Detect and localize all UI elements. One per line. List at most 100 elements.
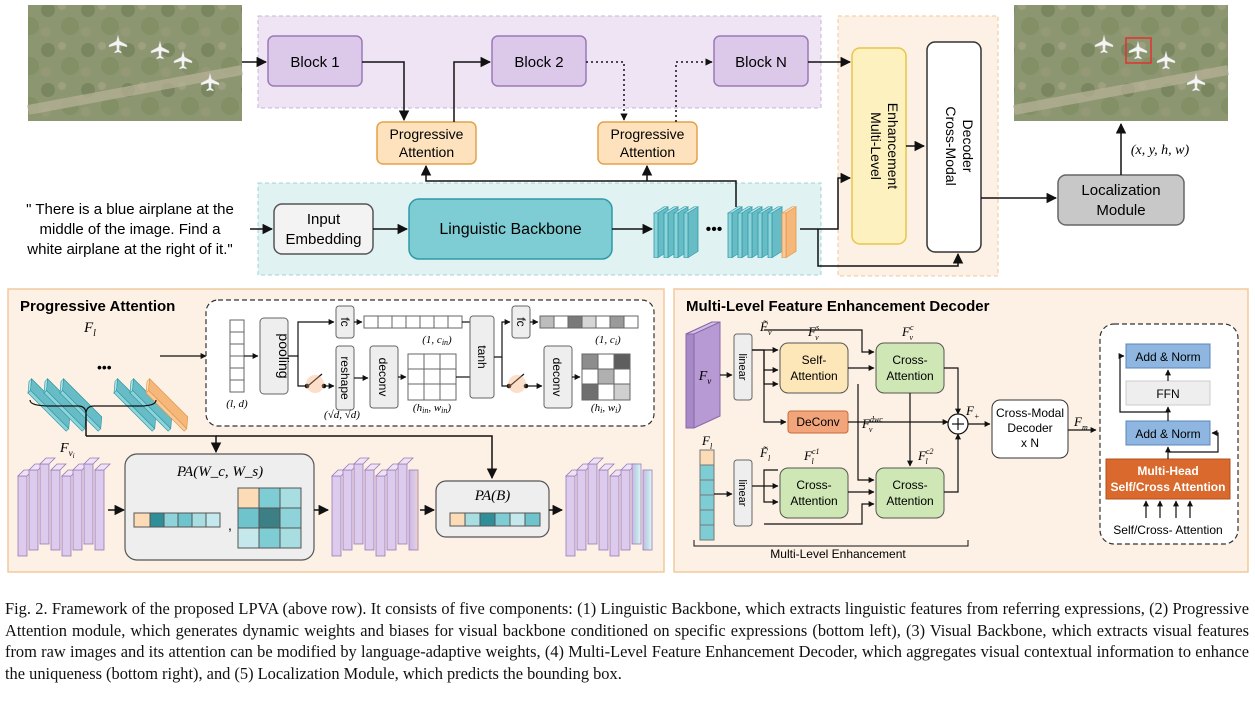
aerial-image-output — [1013, 5, 1229, 121]
pa-fl-label: Fl — [83, 320, 96, 339]
block-n: Block N — [713, 35, 809, 87]
svg-text:Attention: Attention — [886, 494, 933, 508]
fc-box-1: fc — [335, 305, 355, 339]
svg-text:Block 2: Block 2 — [514, 54, 563, 71]
mlfe-panel-title: Multi-Level Feature Enhancement Decoder — [686, 298, 990, 315]
dim-ld: (l, d) — [226, 398, 248, 410]
deconv-box-2: deconv — [543, 345, 573, 409]
svg-text:Block 1: Block 1 — [290, 54, 339, 71]
svg-text:Cross-: Cross- — [892, 478, 927, 492]
grid-hi — [581, 353, 631, 401]
svg-text:Multi-Level: Multi-Level — [868, 112, 884, 180]
svg-text:middle of the image. Find a: middle of the image. Find a — [40, 221, 222, 238]
progressive-attention-1: Progressive Attention — [376, 121, 477, 165]
svg-text:PA(B): PA(B) — [474, 488, 511, 504]
svg-text:Attention: Attention — [790, 494, 837, 508]
svg-text:Module: Module — [1096, 202, 1145, 219]
svg-text:FFN: FFN — [1156, 387, 1179, 401]
svg-text:Cross-: Cross- — [892, 353, 927, 367]
svg-text:DeConv: DeConv — [796, 415, 839, 429]
svg-text:Self/Cross Attention: Self/Cross Attention — [1111, 480, 1226, 494]
cross-modal-decoder: Cross-Modal Decoder — [926, 41, 982, 253]
plus-circle-icon — [947, 413, 969, 435]
svg-text:tanh: tanh — [475, 345, 489, 368]
switch-icon — [304, 373, 327, 393]
pa-panel-title: Progressive Attention — [20, 298, 175, 315]
svg-text:Cross-Modal: Cross-Modal — [943, 106, 959, 185]
visual-feature-stack-2 — [331, 457, 419, 557]
svg-text:•••: ••• — [706, 221, 723, 238]
localization-module: Localization Module — [1057, 174, 1185, 226]
svg-text:deconv: deconv — [376, 358, 390, 397]
ffn-box: FFN — [1125, 380, 1211, 406]
svg-text:Add & Norm: Add & Norm — [1135, 427, 1200, 441]
pa-input-matrix — [229, 319, 245, 393]
cross-attention-box-l1: Cross- Attention — [779, 467, 849, 519]
svg-text:Attention: Attention — [620, 144, 675, 160]
expression-text: " There is a blue airplane at the middle… — [26, 201, 234, 258]
vec-1ci — [539, 315, 639, 329]
svg-text:pooling: pooling — [276, 333, 292, 378]
svg-text:x N: x N — [1021, 436, 1039, 450]
svg-text:Self-: Self- — [802, 353, 827, 367]
fl-tilde-label: F̃l — [759, 445, 771, 463]
aerial-image-input — [27, 5, 243, 121]
visual-feature-stack-3 — [565, 457, 653, 557]
svg-text:Linguistic Backbone: Linguistic Backbone — [439, 221, 581, 238]
cmd-xn-box: Cross-Modal Decoder x N — [991, 399, 1069, 459]
linguistic-features: ••• — [653, 206, 797, 259]
pa-wcws-box: PA(W_c, W_s) , — [124, 453, 315, 561]
svg-text:PA(W_c, W_s): PA(W_c, W_s) — [176, 464, 263, 480]
svg-text:deconv: deconv — [550, 358, 564, 397]
svg-text:Input: Input — [307, 211, 341, 228]
fl-column — [699, 449, 715, 541]
bbox-output-label: (x, y, h, w) — [1131, 143, 1190, 158]
linguistic-backbone: Linguistic Backbone — [408, 198, 613, 260]
svg-text:Progressive: Progressive — [390, 126, 464, 142]
pooling-box: pooling — [259, 317, 292, 395]
grid-hin — [407, 353, 457, 401]
cross-attention-box-l2: Cross- Attention — [875, 467, 945, 519]
svg-text:linear: linear — [736, 354, 748, 381]
svg-text:Cross-Modal: Cross-Modal — [996, 406, 1064, 420]
dim-hin: (hin, win) — [413, 402, 451, 415]
svg-text:Decoder: Decoder — [1007, 421, 1052, 435]
pa-linguistic-features: ••• — [22, 359, 194, 432]
svg-text:Progressive: Progressive — [611, 126, 685, 142]
linear-box-v: linear — [733, 333, 753, 401]
svg-text:Add & Norm: Add & Norm — [1135, 350, 1200, 364]
framework-figure: Block 1 Block 2 Block N Progressive Atte… — [7, 5, 1249, 573]
svg-text:linear: linear — [736, 480, 748, 507]
deconv-box-1: deconv — [369, 345, 399, 409]
svg-text:Embedding: Embedding — [286, 231, 362, 248]
block-1: Block 1 — [267, 35, 363, 87]
switch-icon — [506, 373, 529, 393]
svg-text:•••: ••• — [97, 359, 112, 375]
pa-b-box: PA(B) — [435, 480, 550, 538]
add-norm-top: Add & Norm — [1125, 343, 1211, 369]
svg-text:reshape: reshape — [338, 356, 352, 400]
fv-block: Fv — [685, 321, 721, 429]
dim-sqrt: (√d, √d) — [324, 409, 360, 421]
deconv-box-mlfe: DeConv — [787, 410, 849, 434]
progressive-attention-2: Progressive Attention — [597, 121, 698, 165]
bounding-box — [1125, 37, 1152, 64]
svg-text:Attention: Attention — [399, 144, 454, 160]
input-embedding: Input Embedding — [273, 203, 374, 255]
svg-text:fc: fc — [514, 317, 528, 326]
block-2: Block 2 — [491, 35, 587, 87]
figure-caption: Fig. 2. Framework of the proposed LPVA (… — [5, 599, 1249, 683]
svg-text:Multi-Head: Multi-Head — [1137, 464, 1198, 478]
cross-attention-box-v: Cross- Attention — [875, 342, 945, 394]
linear-box-l: linear — [733, 459, 753, 527]
svg-text:Attention: Attention — [886, 369, 933, 383]
add-norm-bottom: Add & Norm — [1125, 420, 1211, 446]
reshape-box: reshape — [335, 345, 355, 411]
self-attention-box: Self- Attention — [779, 342, 849, 394]
svg-text:fc: fc — [338, 317, 352, 326]
self-cross-attention-label: Self/Cross- Attention — [1113, 523, 1222, 537]
svg-text:Cross-: Cross- — [796, 478, 831, 492]
dim-1ci: (1, ci) — [595, 334, 621, 347]
